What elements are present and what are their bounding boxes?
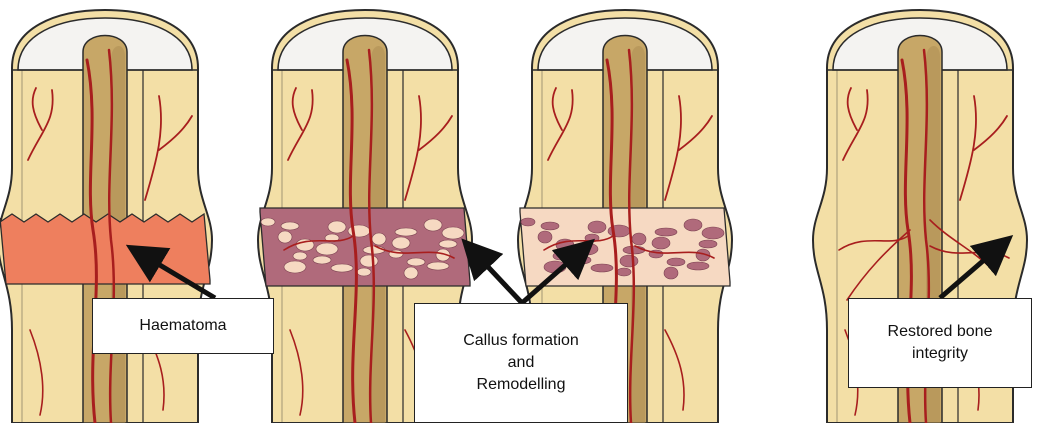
callus-cell — [632, 233, 646, 245]
callus-cell — [667, 258, 685, 266]
label-restored-bone: Restored bone integrity — [848, 298, 1032, 388]
bone-haematoma — [0, 10, 212, 423]
callus-cell — [261, 218, 275, 226]
callus-cell — [357, 268, 371, 276]
callus-cell — [652, 237, 670, 249]
callus-cell — [328, 221, 346, 233]
callus-cell — [699, 240, 717, 248]
callus-cell — [284, 261, 306, 273]
callus-cell — [316, 243, 338, 255]
callus-cell — [538, 231, 552, 243]
callus-cell — [395, 228, 417, 236]
label-callus-line2: and — [508, 352, 535, 374]
callus-cell — [521, 218, 535, 226]
callus-cell — [664, 267, 678, 279]
callus-cell — [623, 246, 645, 254]
label-haematoma-text: Haematoma — [139, 315, 226, 337]
callus-cell — [293, 252, 307, 260]
callus-cell — [687, 262, 709, 270]
callus-cell — [424, 219, 442, 231]
arrow-callus-left — [475, 253, 522, 303]
callus-cell — [372, 233, 386, 245]
callus-cell — [541, 222, 559, 230]
callus-cell — [427, 262, 449, 270]
callus-cell — [655, 228, 677, 236]
callus-cell — [281, 222, 299, 230]
callus-cell — [407, 258, 425, 266]
callus-cell — [313, 256, 331, 264]
callus-cell — [591, 264, 613, 272]
callus-cell — [617, 268, 631, 276]
callus-cell — [620, 255, 638, 267]
callus-cell — [553, 252, 567, 260]
callus-cell — [278, 231, 292, 243]
callus-cell — [588, 221, 606, 233]
callus-cell — [439, 240, 457, 248]
label-callus-line3: Remodelling — [477, 374, 566, 396]
label-restored-line2: integrity — [912, 343, 968, 365]
label-haematoma: Haematoma — [92, 298, 274, 354]
callus-cell — [360, 255, 378, 267]
callus-cell — [363, 246, 385, 254]
callus-cell — [442, 227, 464, 239]
callus-cell — [392, 237, 410, 249]
label-restored-line1: Restored bone — [888, 321, 993, 343]
callus-cell — [684, 219, 702, 231]
callus-cell — [404, 267, 418, 279]
callus-cell — [702, 227, 724, 239]
callus-cell — [331, 264, 353, 272]
label-callus-line1: Callus formation — [463, 330, 579, 352]
label-callus-remodelling: Callus formation and Remodelling — [414, 303, 628, 423]
